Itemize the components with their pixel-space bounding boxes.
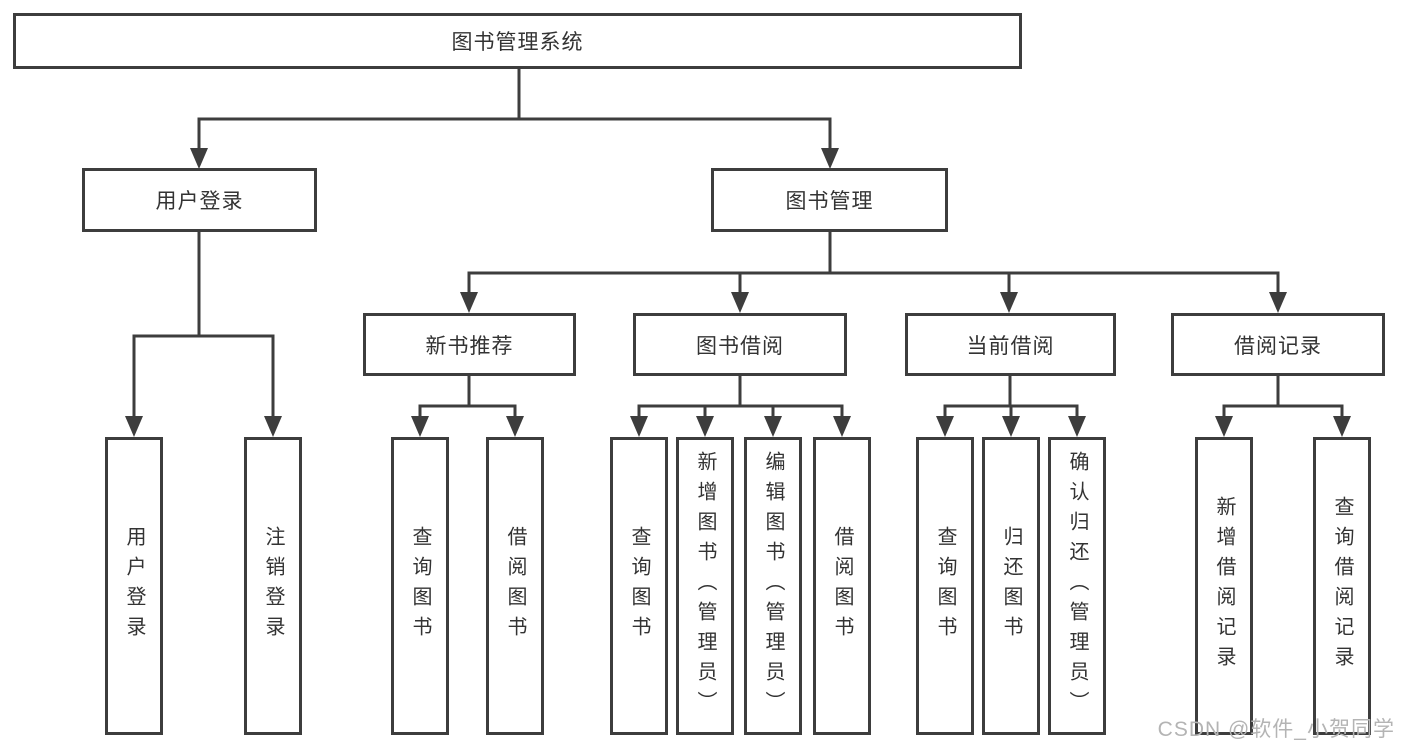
node-borrowing-records: 借阅记录 xyxy=(1171,313,1385,376)
leaf-query-books-borrowing: 查询图书 xyxy=(610,437,668,735)
node-new-book-recommendation: 新书推荐 xyxy=(363,313,576,376)
node-current-borrowing: 当前借阅 xyxy=(905,313,1116,376)
leaf-query-books-recommend: 查询图书 xyxy=(391,437,449,735)
leaf-logout-label: 注销登录 xyxy=(262,526,284,646)
node-book-borrowing: 图书借阅 xyxy=(633,313,847,376)
leaf-add-books-admin: 新增图书（管理员） xyxy=(676,437,734,735)
node-new-book-recommendation-label: 新书推荐 xyxy=(425,334,514,358)
node-current-borrowing-label: 当前借阅 xyxy=(966,334,1055,358)
leaf-query-borrow-record: 查询借阅记录 xyxy=(1313,437,1371,735)
leaf-logout: 注销登录 xyxy=(244,437,302,735)
node-root-system: 图书管理系统 xyxy=(13,13,1022,69)
leaf-add-borrow-record: 新增借阅记录 xyxy=(1195,437,1253,735)
leaf-return-books: 归还图书 xyxy=(982,437,1040,735)
node-borrowing-records-label: 借阅记录 xyxy=(1234,334,1322,358)
leaf-confirm-return-admin-label: 确认归还（管理员） xyxy=(1066,451,1088,721)
leaf-query-books-current: 查询图书 xyxy=(916,437,974,735)
leaf-borrow-books-label: 借阅图书 xyxy=(831,526,853,646)
leaf-query-books-current-label: 查询图书 xyxy=(934,526,956,646)
leaf-query-books-borrowing-label: 查询图书 xyxy=(628,526,650,646)
csdn-watermark: CSDN @软件_小贺同学 xyxy=(1157,718,1395,741)
node-book-management-label: 图书管理 xyxy=(785,190,874,213)
leaf-add-borrow-record-label: 新增借阅记录 xyxy=(1213,496,1235,676)
node-user-login-label: 用户登录 xyxy=(155,190,244,213)
node-book-borrowing-label: 图书借阅 xyxy=(696,334,784,358)
leaf-edit-books-admin: 编辑图书（管理员） xyxy=(744,437,802,735)
node-root-system-label: 图书管理系统 xyxy=(451,31,584,54)
leaf-user-login-label: 用户登录 xyxy=(123,526,145,646)
leaf-user-login: 用户登录 xyxy=(105,437,163,735)
leaf-borrow-books-recommend-label: 借阅图书 xyxy=(504,526,526,646)
node-book-management: 图书管理 xyxy=(711,168,948,232)
leaf-query-borrow-record-label: 查询借阅记录 xyxy=(1331,496,1353,676)
node-user-login: 用户登录 xyxy=(82,168,317,232)
leaf-add-books-admin-label: 新增图书（管理员） xyxy=(694,451,716,721)
leaf-borrow-books: 借阅图书 xyxy=(813,437,871,735)
leaf-confirm-return-admin: 确认归还（管理员） xyxy=(1048,437,1106,735)
leaf-return-books-label: 归还图书 xyxy=(1000,526,1022,646)
leaf-borrow-books-recommend: 借阅图书 xyxy=(486,437,544,735)
leaf-edit-books-admin-label: 编辑图书（管理员） xyxy=(762,451,784,721)
leaf-query-books-recommend-label: 查询图书 xyxy=(409,526,431,646)
